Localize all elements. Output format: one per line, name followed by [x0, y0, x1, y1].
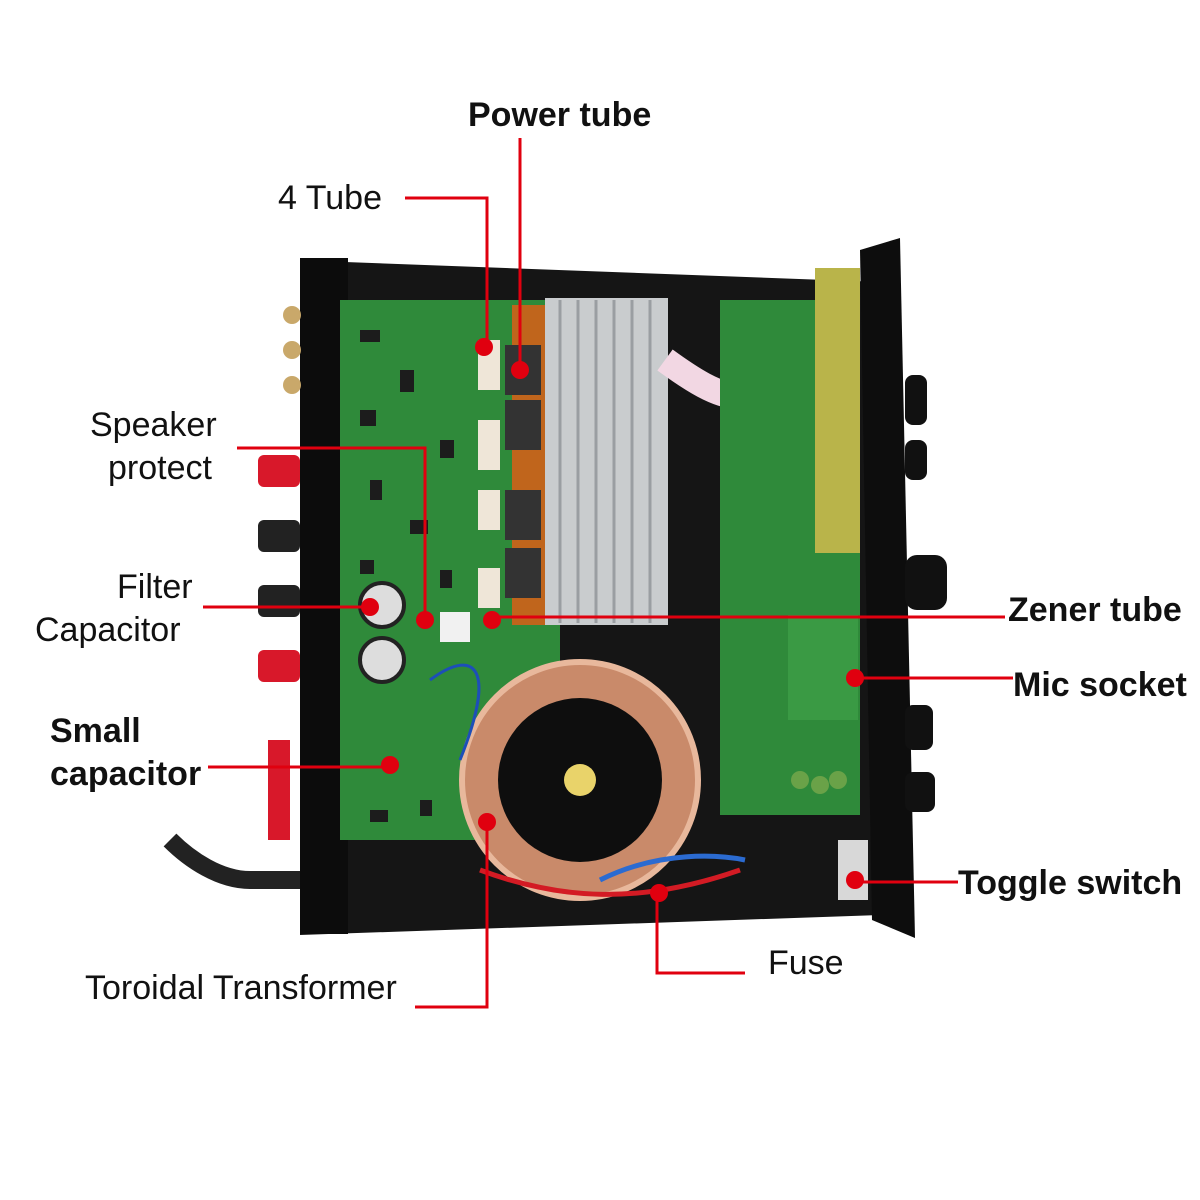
power-cord: [163, 833, 300, 889]
leader-lines: [203, 138, 1013, 1009]
label-toggle-switch: Toggle switch: [958, 864, 1183, 902]
toggle-switch-body: [838, 840, 868, 900]
label-small-capacitor-line2: capacitor: [50, 755, 202, 793]
label-toroidal-transformer: Toroidal Transformer: [85, 969, 397, 1007]
label-speaker-protect-line1: Speaker: [90, 406, 217, 444]
mic-pcb: [788, 615, 858, 720]
label-zener-tube: Zener tube: [1008, 591, 1182, 629]
leader-4-tube: [405, 196, 489, 347]
filter-capacitor-2: [358, 636, 406, 684]
leader-speaker-protect: [237, 446, 427, 618]
leader-toroidal-transformer: [415, 822, 489, 1009]
label-speaker-protect-line2: protect: [108, 449, 212, 487]
leader-fuse: [655, 893, 745, 975]
transformer-bolt: [564, 764, 596, 796]
pcb-components: [360, 330, 454, 822]
speaker-terminals: [258, 306, 301, 840]
transistor-spacers: [478, 340, 500, 608]
power-transistors: [505, 345, 541, 598]
relay: [440, 612, 470, 642]
heatsink: [545, 298, 668, 625]
label-mic-socket: Mic socket: [1013, 666, 1187, 704]
label-fuse: Fuse: [768, 944, 844, 982]
label-power-tube: Power tube: [468, 96, 652, 134]
filter-capacitor-1: [358, 581, 406, 629]
front-panel: [860, 238, 915, 938]
marker-dots: [361, 338, 864, 902]
label-filter-capacitor-line2: Capacitor: [35, 611, 181, 649]
front-knobs: [905, 375, 947, 812]
heatsink-fins: [558, 300, 652, 623]
green-capacitors: [791, 771, 847, 794]
label-filter-capacitor-line1: Filter: [117, 568, 193, 606]
label-4-tube: 4 Tube: [278, 179, 382, 217]
display-pcb: [815, 268, 860, 553]
label-small-capacitor-line1: Small: [50, 712, 141, 750]
wires: [479, 867, 741, 897]
